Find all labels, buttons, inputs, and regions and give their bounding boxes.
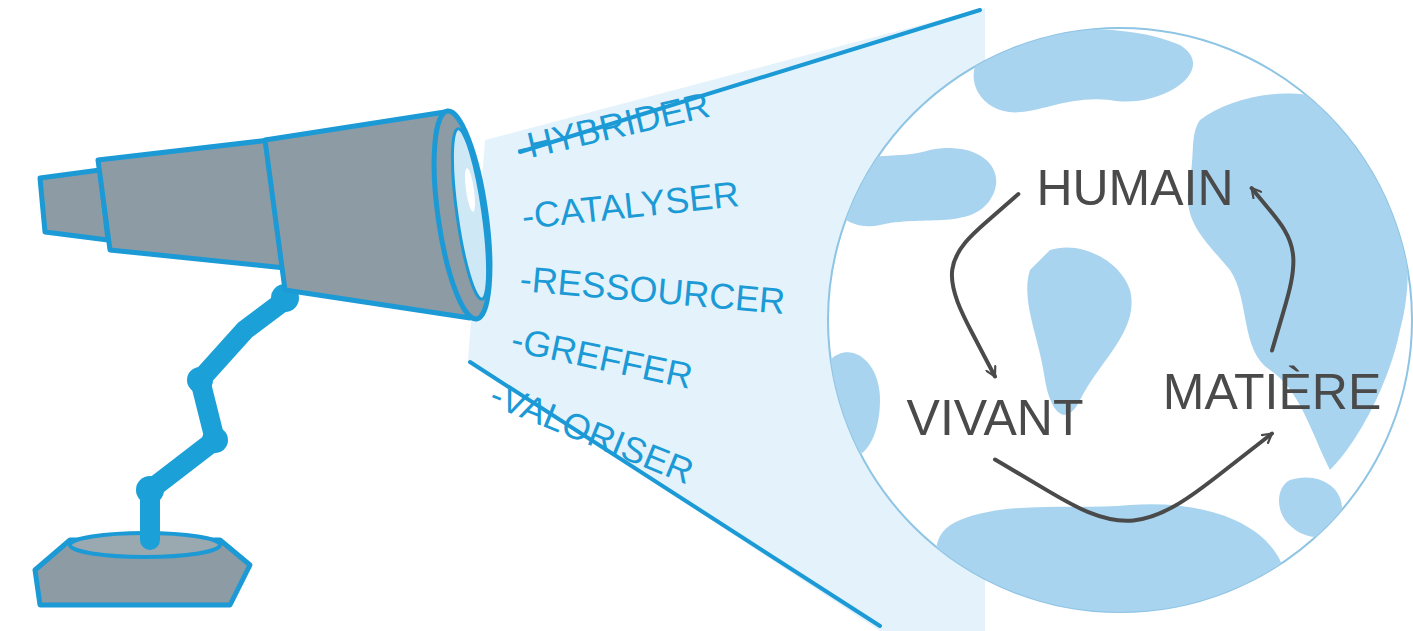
- cycle-word: MATIÈRE: [1155, 361, 1390, 424]
- cycle-arrow: [1252, 188, 1294, 351]
- lamp-lens: [445, 127, 495, 301]
- lamp-head-back: [40, 170, 108, 240]
- node-label: VIVANT: [907, 391, 1084, 446]
- cycle-arrow: [995, 434, 1272, 521]
- beam-edge: [470, 362, 880, 626]
- lamp-joint: [187, 367, 213, 393]
- lens-glint: [463, 168, 477, 213]
- cycle-word: HUMAIN: [1028, 157, 1241, 220]
- lamp-rim: [424, 108, 501, 323]
- cycle-arrow: [952, 194, 1018, 377]
- cycle-word: VIVANT: [899, 387, 1092, 450]
- lamp-arm: [150, 300, 285, 540]
- lamp-head-middle: [98, 140, 285, 268]
- node-label: HUMAIN: [1036, 161, 1233, 216]
- continents: [825, 29, 1408, 631]
- node-label: MATIÈRE: [1163, 365, 1382, 420]
- lamp-joint: [136, 476, 164, 504]
- lamp-joint: [202, 427, 228, 453]
